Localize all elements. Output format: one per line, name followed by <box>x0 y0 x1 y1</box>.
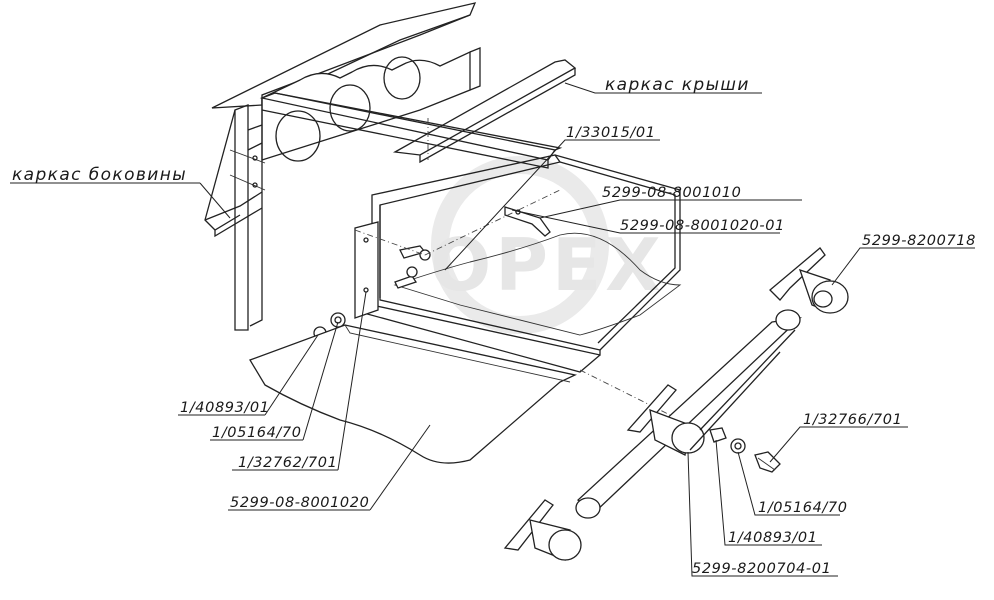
handle-rod-drawing <box>503 247 849 561</box>
label-part-05164-left: 1/05164/70 <box>212 425 302 441</box>
watermark-text: OPEX <box>430 223 665 307</box>
label-part-8001020-01: 5299-08-8001020-01 <box>620 218 785 234</box>
roof-frame-drawing <box>204 2 577 331</box>
bottom-sheet-drawing <box>249 324 578 464</box>
label-part-8001020: 5299-08-8001020 <box>230 495 369 511</box>
label-part-8001010: 5299-08-8001010 <box>602 185 741 201</box>
label-part-40893-left: 1/40893/01 <box>180 400 270 416</box>
label-part-33015: 1/33015/01 <box>566 125 656 141</box>
watermark-logo: OPEX <box>430 156 665 334</box>
label-part-8200718: 5299-8200718 <box>862 233 976 249</box>
leader-lines <box>10 82 975 577</box>
label-part-40893-right: 1/40893/01 <box>728 530 818 546</box>
label-part-8200704-01: 5299-8200704-01 <box>692 561 831 577</box>
label-part-32766: 1/32766/701 <box>803 412 902 428</box>
label-part-05164-right: 1/05164/70 <box>758 500 848 516</box>
label-roof-frame: каркас крыши <box>605 75 750 95</box>
label-side-frame: каркас боковины <box>12 165 187 185</box>
label-part-32762: 1/32762/701 <box>238 455 337 471</box>
